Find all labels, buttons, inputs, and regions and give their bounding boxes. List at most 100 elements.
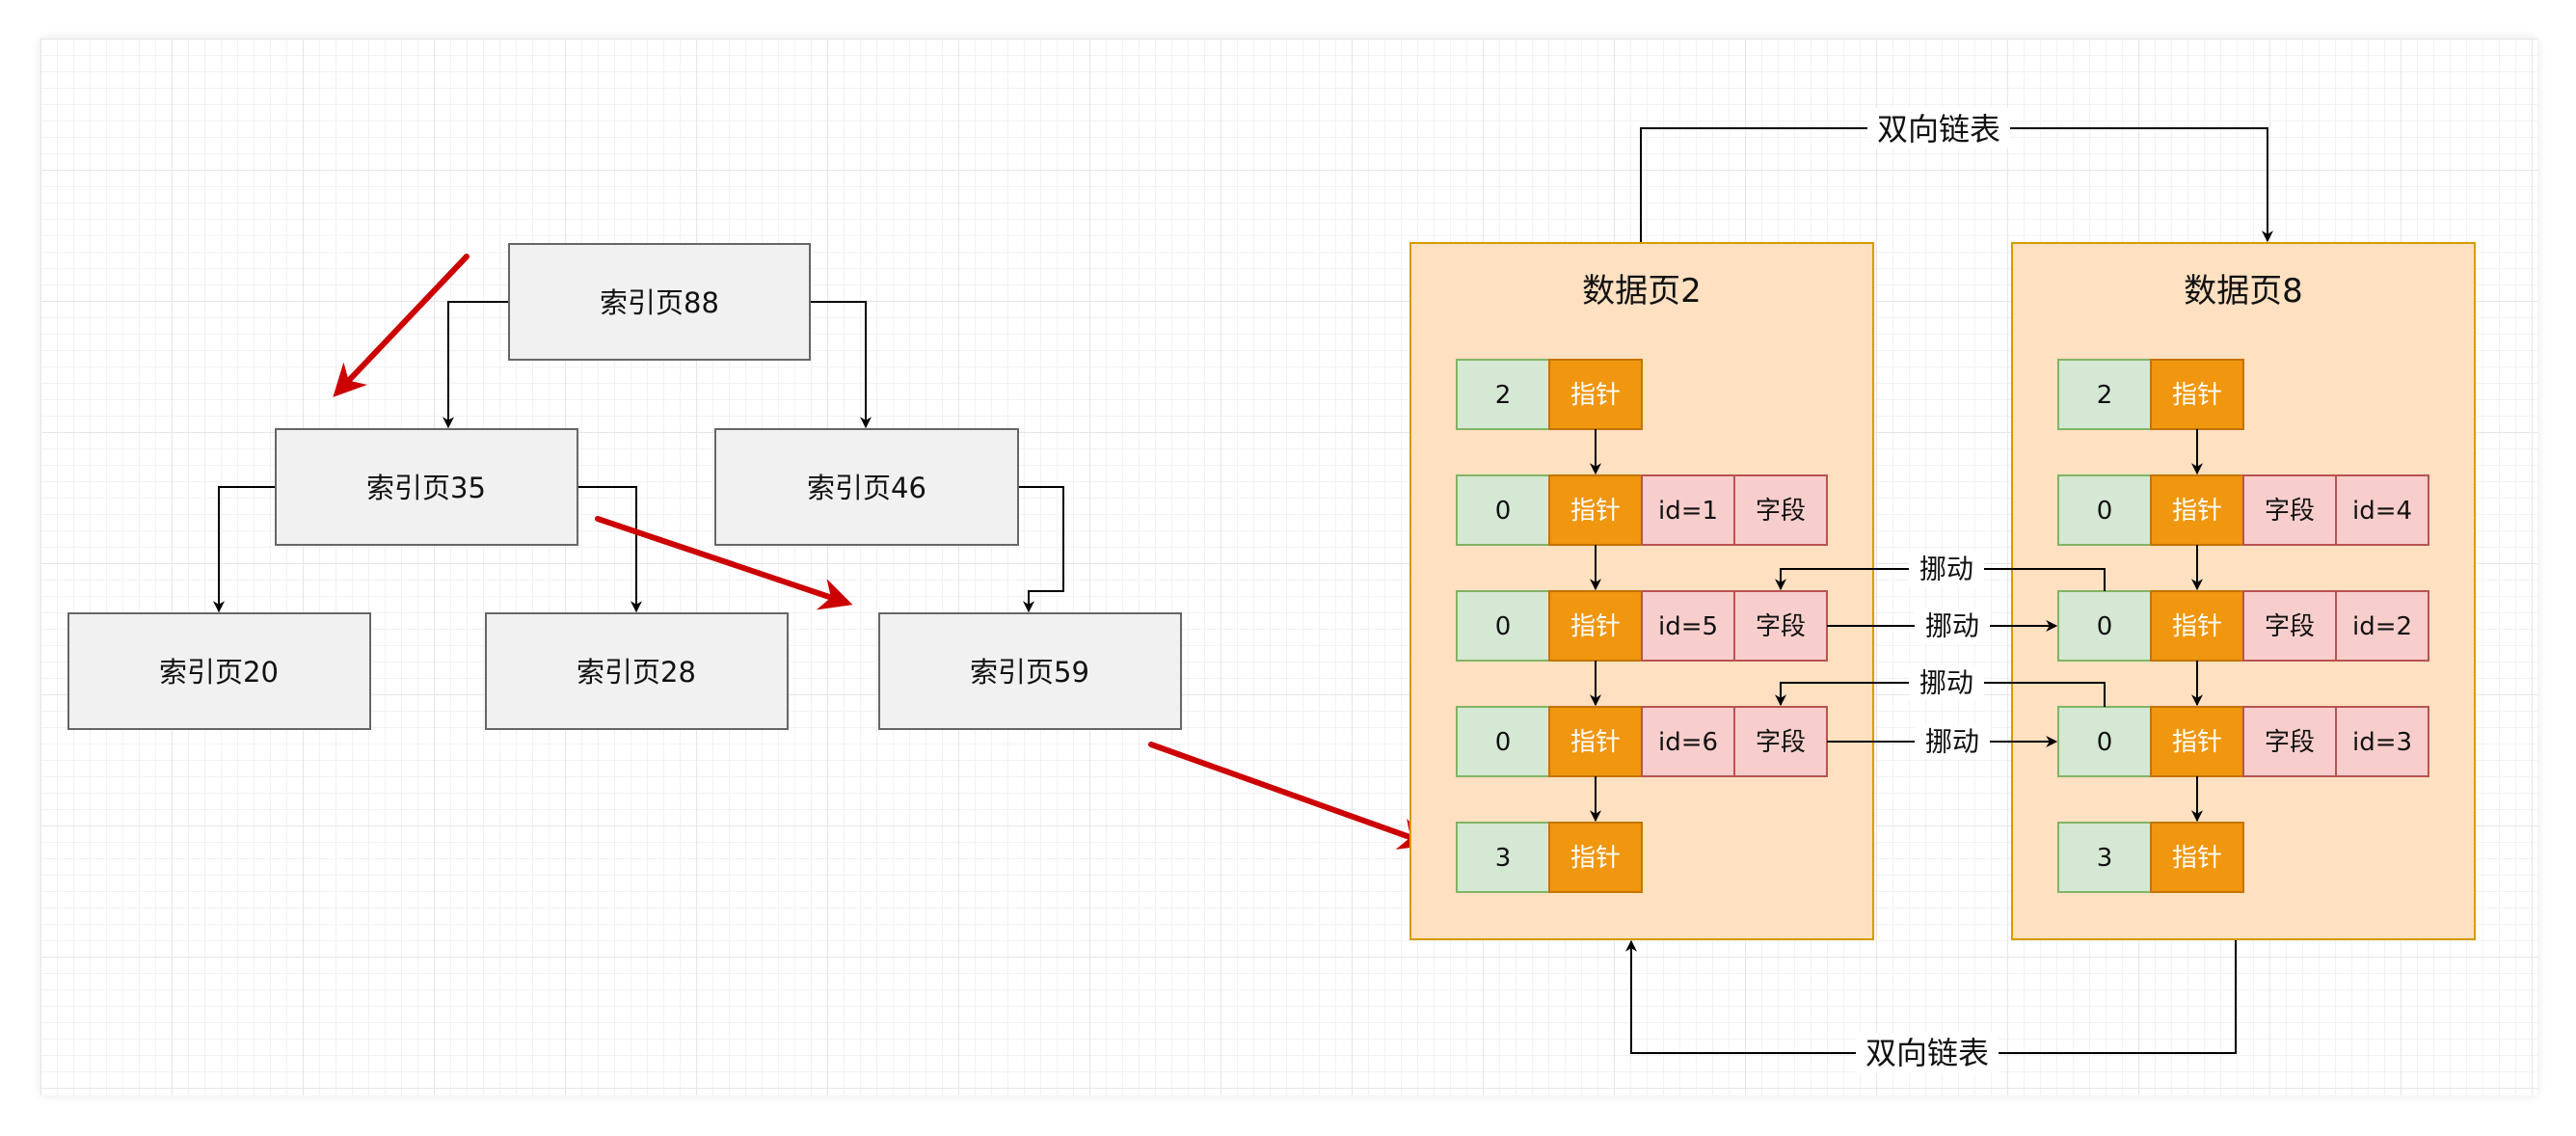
search-arrow-2 (595, 516, 853, 610)
linked-list-bottom-label: 双向链表 (1865, 1035, 1989, 1071)
index-page-88-box (508, 243, 811, 361)
doubly-linked-labels: 双向链表 双向链表 (1856, 108, 2010, 1073)
index-page-46-label: 索引页46 (807, 472, 926, 504)
search-arrow-3 (1148, 742, 1433, 850)
index-tree-connectors (213, 301, 1064, 613)
record-field-text: id=2 (2352, 612, 2412, 641)
move-label-4-bg (1915, 724, 1990, 759)
edge-88-to-46 (810, 301, 872, 429)
record-pointer-label: 指针 (1570, 844, 1621, 873)
index-page-20-label: 索引页20 (159, 656, 279, 689)
index-page-46-box (714, 428, 1019, 546)
record-head-cell (2057, 590, 2152, 662)
record-pointer-label: 指针 (1570, 612, 1621, 641)
record-field-cell (1733, 590, 1828, 662)
record-pointer-cell (2150, 822, 2244, 893)
data-page-2-title: 数据页2 (1582, 272, 1702, 311)
data-page-8-records: 2 指针 0 指针 字段 id=4 0 指针 字段 id=2 0 指针 字段 i… (2057, 359, 2429, 893)
record-field-cell (1733, 474, 1828, 546)
record-field-text: id=5 (1658, 612, 1718, 641)
move-label-1: 挪动 (1919, 554, 1973, 585)
record-head-cell (1456, 822, 1550, 893)
move-label-2-bg (1915, 609, 1990, 643)
record-field-text: 字段 (1756, 497, 1806, 526)
record-pointer-cell (1548, 474, 1643, 546)
record-field-cell (2242, 706, 2337, 777)
record-pointer-label: 指针 (2172, 497, 2222, 526)
record-pointer-cell (1548, 590, 1643, 662)
record-head-value: 3 (2097, 844, 2113, 873)
record-field-text: id=3 (2352, 728, 2412, 757)
record-head-value: 2 (1495, 381, 1512, 410)
record-head-cell (1456, 706, 1550, 777)
index-page-59-box (878, 612, 1182, 730)
record-pointer-label: 指针 (1570, 728, 1621, 757)
index-page-35-label: 索引页35 (366, 472, 486, 504)
linked-list-top-label: 双向链表 (1877, 111, 2000, 148)
edge-88-to-35 (443, 301, 509, 429)
record-field-text: 字段 (2265, 728, 2315, 757)
record-field-text: 字段 (1756, 612, 1806, 641)
record-field-cell (2335, 590, 2429, 662)
record-pointer-label: 指针 (1570, 381, 1621, 410)
record-head-value: 0 (2097, 728, 2113, 757)
index-page-59-label: 索引页59 (970, 656, 1089, 689)
record-chain-arrows (1590, 429, 2203, 823)
record-head-value: 0 (2097, 612, 2113, 641)
record-field-text: 字段 (1756, 728, 1806, 757)
record-pointer-cell (2150, 590, 2244, 662)
search-path-arrows (333, 254, 1433, 850)
move-label-3-bg (1909, 665, 1984, 700)
linked-list-top-label-bg (1867, 108, 2010, 149)
record-field-text: id=4 (2352, 497, 2412, 526)
record-head-cell (2057, 474, 2152, 546)
record-field-cell (2242, 474, 2337, 546)
record-field-cell (1641, 706, 1735, 777)
index-page-88-label: 索引页88 (600, 286, 719, 319)
record-field-text: id=6 (1658, 728, 1718, 757)
record-head-value: 0 (1495, 612, 1512, 641)
record-field-text: 字段 (2265, 497, 2315, 526)
record-field-cell (1733, 706, 1828, 777)
record-field-text: id=1 (1658, 497, 1718, 526)
record-pointer-cell (2150, 474, 2244, 546)
diagram-svg: 索引页88 索引页35 索引页46 索引页20 索引页28 索引页59 双向链表… (67, 108, 2476, 1073)
diagram-canvas: 索引页88 索引页35 索引页46 索引页20 索引页28 索引页59 双向链表… (40, 39, 2537, 1095)
edge-46-to-59 (1018, 486, 1064, 613)
index-page-35-box (275, 428, 578, 546)
move-label-2: 挪动 (1925, 610, 1979, 642)
record-field-cell (2335, 706, 2429, 777)
record-pointer-label: 指针 (2172, 728, 2222, 757)
record-head-cell (2057, 359, 2152, 430)
record-head-cell (1456, 590, 1550, 662)
record-field-text: 字段 (2265, 612, 2315, 641)
data-page-8-title: 数据页8 (2184, 272, 2303, 311)
record-head-value: 0 (1495, 728, 1512, 757)
record-pointer-label: 指针 (2172, 381, 2222, 410)
record-head-value: 0 (2097, 497, 2113, 526)
record-field-cell (1641, 590, 1735, 662)
index-tree: 索引页88 索引页35 索引页46 索引页20 索引页28 索引页59 (67, 243, 1182, 730)
record-head-value: 3 (1495, 844, 1512, 873)
index-page-28-box (485, 612, 789, 730)
record-pointer-label: 指针 (2172, 612, 2222, 641)
index-page-28-label: 索引页28 (577, 656, 696, 689)
record-pointer-label: 指针 (1570, 497, 1621, 526)
move-labels: 挪动 挪动 挪动 挪动 (1909, 552, 1990, 759)
record-pointer-cell (1548, 822, 1643, 893)
data-page-2-records: 2 指针 0 指针 id=1 字段 0 指针 id=5 字段 0 指针 id=6… (1456, 359, 1828, 893)
edge-35-to-20 (213, 486, 276, 613)
index-page-20-box (67, 612, 371, 730)
linked-list-bottom-label-bg (1856, 1033, 1999, 1073)
move-label-3: 挪动 (1919, 667, 1973, 699)
move-label-4: 挪动 (1925, 726, 1979, 758)
record-pointer-label: 指针 (2172, 844, 2222, 873)
record-head-value: 0 (1495, 497, 1512, 526)
record-head-cell (2057, 822, 2152, 893)
edge-35-to-28 (577, 486, 642, 613)
record-field-cell (2242, 590, 2337, 662)
record-field-cell (1641, 474, 1735, 546)
move-label-1-bg (1909, 552, 1984, 586)
record-head-value: 2 (2097, 381, 2113, 410)
search-arrow-1 (333, 254, 470, 397)
